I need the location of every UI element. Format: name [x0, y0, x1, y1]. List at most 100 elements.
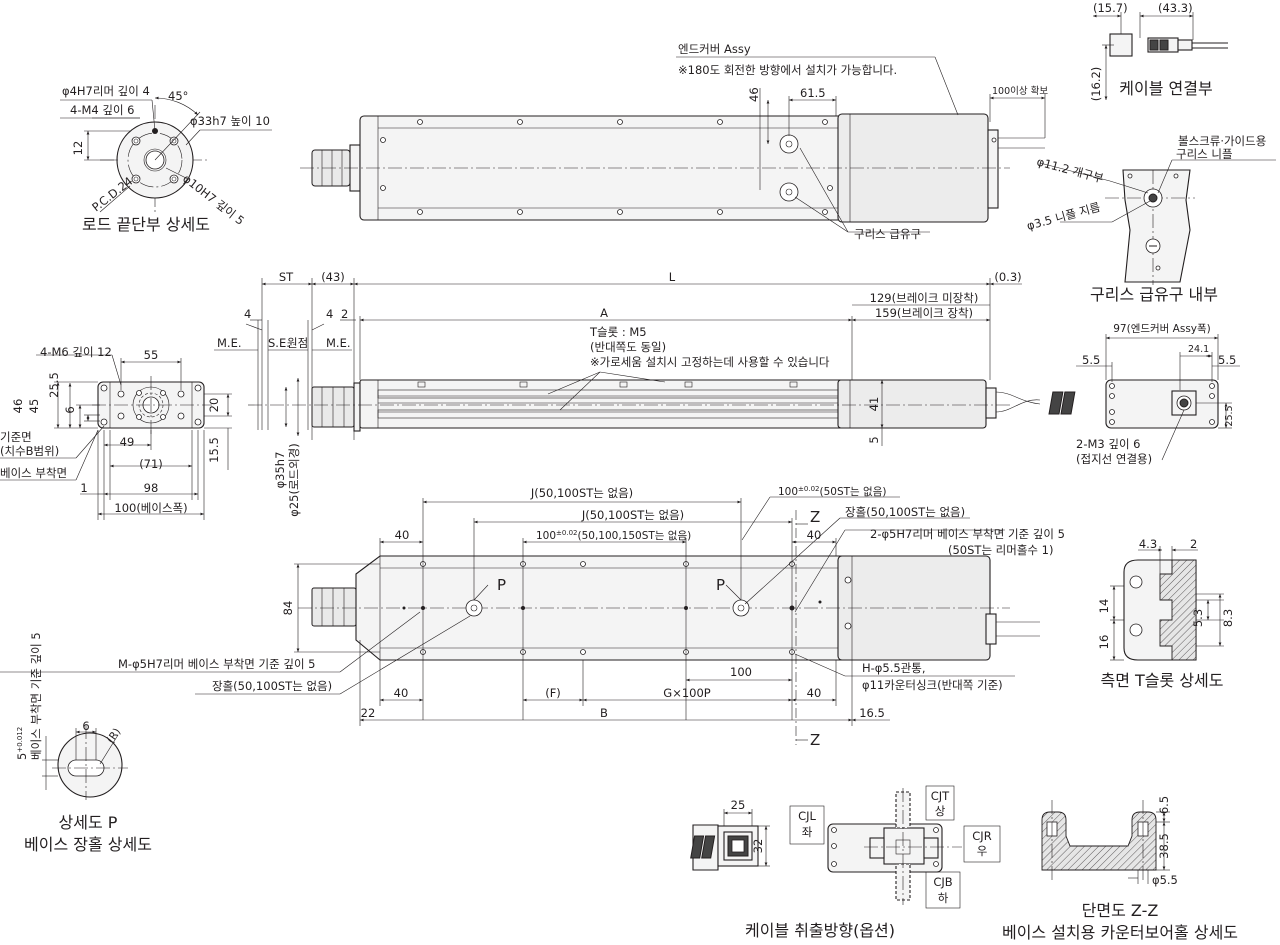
dim-100: 100 [730, 665, 752, 679]
pitch-mid-label: 100±0.02(50,100,150ST는 없음) [536, 529, 691, 542]
through-hole-label: H-φ5.5관통, [862, 661, 926, 675]
section-zz [1041, 800, 1170, 884]
nipple-dia-label: φ3.5 니플 지름 [1025, 200, 1102, 233]
ground-note-label: (접지선 연결용) [1076, 452, 1152, 466]
side-view [214, 278, 1041, 446]
caption-cable-joint: 케이블 연결부 [1119, 79, 1212, 98]
bottom-view [0, 496, 1040, 745]
dim-25-cable: 25 [731, 798, 746, 812]
top-bolt-holes [380, 119, 997, 215]
dim-2-slot: 2 [1190, 537, 1197, 551]
grease-port-detail [1039, 159, 1276, 285]
grease-nipple-label: 구리스 니플 [1176, 147, 1233, 161]
dim-24-1: 24.1 [1188, 344, 1209, 355]
dim-5-3: 5.3 [1191, 609, 1205, 627]
opening-label: φ11.2 개구부 [1035, 154, 1105, 185]
pitch-top-label: 100±0.02(50ST는 없음) [778, 485, 886, 498]
dim-40a: 40 [395, 528, 410, 542]
dim-6-5-zz: 6.5 [1157, 796, 1171, 814]
end-cover-view [1048, 334, 1240, 461]
brake-with-label: 159(브레이크 장착) [875, 306, 973, 320]
dim-0-3: (0.3) [994, 270, 1021, 284]
end-cover-width: 97(엔드커버 Assy폭) [1113, 323, 1211, 335]
dim-84: 84 [281, 601, 295, 616]
dim-71: (71) [139, 457, 163, 471]
rod-dia-label: φ35h7 [273, 452, 287, 489]
dim-40d: 40 [807, 686, 822, 700]
dim-22: 22 [361, 706, 376, 720]
dim-4a: 4 [244, 307, 251, 321]
dim-40c: 40 [394, 686, 409, 700]
dim-5-5b: 5.5 [1218, 353, 1236, 367]
cjr-k-label: 우 [977, 844, 988, 858]
caption-grease-port: 구리스 급유구 내부 [1090, 285, 1218, 304]
dim-g: G×100P [663, 686, 710, 700]
top-view [300, 56, 1046, 233]
cable-direction [690, 785, 1001, 909]
dim-15-5-front: 15.5 [207, 437, 221, 463]
dim-5-5-zz: φ5.5 [1152, 873, 1178, 887]
dim-25-5-end: 25.5 [1224, 405, 1235, 426]
j-top-label: J(50,100ST는 없음) [530, 486, 633, 500]
cjl-label: CJL [798, 809, 816, 823]
dim-16: 16 [1097, 635, 1111, 650]
dim-4b: 4 [326, 307, 333, 321]
dim-1: 1 [80, 481, 87, 495]
clearance-label: 100이상 확보 [992, 85, 1048, 97]
slot-hole-left-label: 장홀(50,100ST는 없음) [212, 679, 332, 693]
caption-rod-end: 로드 끝단부 상세도 [82, 215, 210, 234]
rod-h7-label: φ33h7 높이 10 [190, 114, 270, 128]
grease-port-label: 구리스 급유구 [854, 227, 921, 241]
base-face-label: 베이스 부착면 [0, 466, 67, 480]
front-tap-label: 4-M6 깊이 12 [40, 345, 112, 359]
reamer-left-label: M-φ5H7리머 베이스 부착면 기준 깊이 5 [118, 657, 316, 671]
tslot-label: T슬롯 : M5 [589, 325, 647, 339]
ground-tap-label: 2-M3 깊이 6 [1076, 437, 1141, 451]
slot-hole-label: 장홀(50,100ST는 없음) [845, 505, 965, 519]
rod-12-label: 12 [71, 141, 85, 156]
dim-98: 98 [144, 481, 159, 495]
cable-joint [1093, 12, 1228, 100]
dim-14: 14 [1097, 599, 1111, 614]
end-cover-label: 엔드커버 Assy [678, 42, 751, 56]
cjb-label: CJB [933, 875, 952, 889]
caption-detail-p-1: 상세도 P [59, 813, 118, 832]
dim-43: (43) [321, 270, 345, 284]
dim-6-p: 6 [82, 719, 89, 733]
dim-25-5-front: 25.5 [47, 372, 61, 398]
rod-reamer-label: φ4H7리머 깊이 4 [62, 84, 150, 98]
reamer-right-note: (50ST는 리머홀수 1) [948, 543, 1053, 557]
caption-section-zz-1: 단면도 Z-Z [1082, 901, 1159, 920]
dim-b: B [600, 706, 608, 720]
rotate-note: ※180도 회전한 방향에서 설치가 가능합니다. [678, 63, 897, 77]
dim-6-front: 6 [63, 406, 77, 413]
dim-16-2: (16.2) [1089, 67, 1103, 102]
detail-p-side-label: 베이스 부착면 기준 깊이 5 [29, 632, 43, 760]
dim-l: L [669, 270, 676, 284]
dim-st: ST [279, 270, 294, 284]
dim-5: 5 [867, 436, 881, 443]
z-label-top: Z [810, 508, 820, 526]
datum-face-label: 기준면 [0, 430, 32, 444]
dim-46-front: 46 [11, 399, 25, 414]
rod-angle-label: 45° [168, 89, 188, 103]
dim-61-5: 61.5 [800, 86, 826, 100]
brake-none-label: 129(브레이크 미장착) [870, 291, 979, 305]
rod-pcd-label: P.C.D.24 [89, 174, 135, 214]
reamer-right-label: 2-φ5H7리머 베이스 부착면 기준 깊이 5 [870, 527, 1065, 541]
dim-16-5: 16.5 [859, 706, 885, 720]
origin-label: 원점 [287, 336, 308, 350]
rod-end-detail [60, 96, 272, 215]
dim-5-5a: 5.5 [1082, 353, 1100, 367]
rod-outer-label: φ25(로드외경) [287, 443, 301, 517]
dim-15-7: (15.7) [1093, 1, 1128, 15]
dim-55: 55 [144, 348, 159, 362]
dim-8-3: 8.3 [1221, 609, 1235, 627]
me-left: M.E. [217, 336, 242, 350]
j-mid-label: J(50,100ST는 없음) [581, 508, 684, 522]
me-right: M.E. [326, 336, 351, 350]
caption-detail-p-2: 베이스 장홀 상세도 [24, 835, 152, 854]
tslot-opposite: (반대쪽도 동일) [590, 340, 666, 354]
base-width-label: 100(베이스폭) [114, 501, 187, 515]
